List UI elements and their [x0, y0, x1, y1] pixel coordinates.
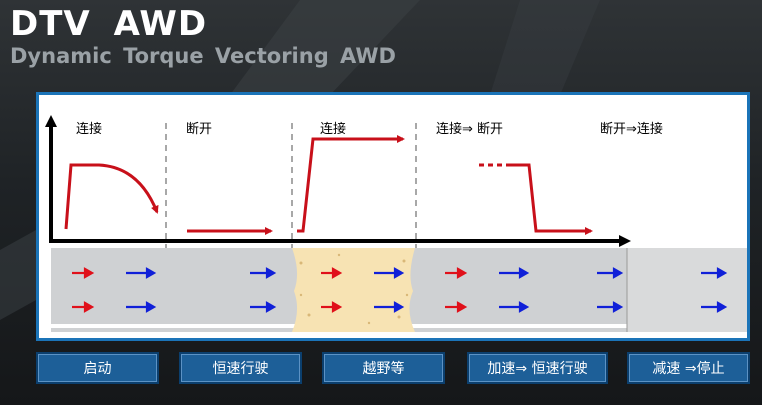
front-torque-arrows — [321, 267, 343, 313]
phase-label-accel: 连接⇒ 断开 — [436, 122, 504, 137]
torque-diagram-panel: 连接 断开 连接 连接⇒ 断开 断开⇒连接 — [36, 92, 750, 341]
phase-label-decel: 断开⇒连接 — [600, 122, 663, 137]
road-end — [627, 248, 747, 332]
front-torque-arrows — [445, 267, 468, 313]
offroad-surface — [292, 248, 415, 332]
page-title: DTV AWD — [10, 4, 208, 44]
rear-torque-arrows — [499, 267, 530, 313]
rear-torque-arrows — [250, 267, 277, 313]
rear-torque-arrows — [597, 267, 624, 313]
phase-label-start: 连接 — [76, 122, 103, 137]
torque-curve-start — [64, 163, 159, 230]
offroad-button[interactable]: 越野等 — [322, 352, 445, 384]
accelerate-cruise-button[interactable]: 加速⇒ 恒速行驶 — [467, 352, 608, 384]
decelerate-stop-button[interactable]: 减速 ⇒停止 — [627, 352, 750, 384]
phase-label-offroad: 连接 — [320, 122, 347, 137]
page-subtitle: Dynamic Torque Vectoring AWD — [10, 44, 396, 68]
torque-curve-accel — [511, 163, 593, 235]
cruise-button[interactable]: 恒速行驶 — [179, 352, 302, 384]
rear-torque-arrows — [701, 267, 728, 313]
torque-diagram — [45, 115, 747, 332]
offroad-texture — [299, 253, 409, 325]
phase-label-cruise: 断开 — [186, 122, 213, 137]
torque-curve-offroad — [297, 135, 405, 233]
front-torque-arrows — [72, 267, 95, 313]
rear-torque-arrows — [374, 267, 405, 313]
rear-torque-arrows — [126, 267, 157, 313]
start-button[interactable]: 启动 — [36, 352, 159, 384]
